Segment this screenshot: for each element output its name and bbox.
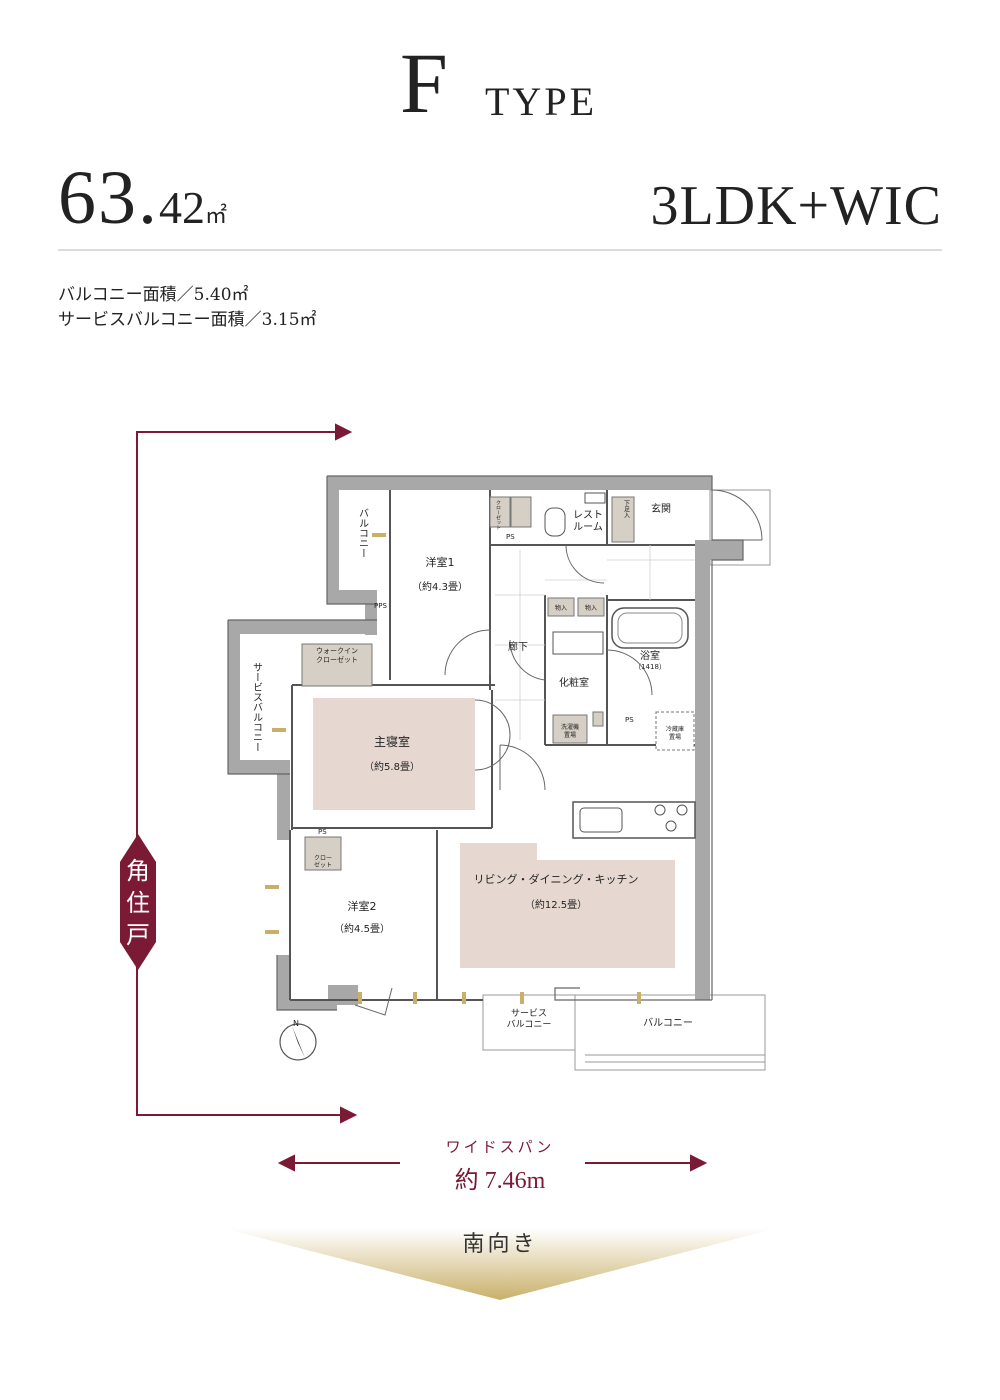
closet-2-label-1: クロー: [314, 855, 332, 862]
walk-in-closet-label-1: ウォークイン: [316, 647, 358, 655]
area-unit: ㎡: [205, 203, 228, 228]
corner-unit-label: 角 住 戸: [118, 855, 158, 951]
storage-label-2: 物入: [585, 604, 597, 612]
bathtub: [611, 607, 689, 649]
ldk-label: リビング・ダイニング・キッチン: [474, 872, 639, 886]
service-balcony-label-2: バルコニー: [507, 1019, 552, 1030]
western-room-1-label: 洋室1: [426, 555, 455, 569]
fridge-space: [655, 711, 695, 751]
floor-area: 63.42㎡: [58, 160, 227, 236]
corridor-label: 廊下: [508, 640, 528, 653]
floor-tiles: [495, 545, 695, 740]
shoe-box-label: 下足入: [623, 500, 630, 518]
compass: [279, 1023, 317, 1061]
orientation-label: 南向き: [462, 1232, 538, 1257]
restroom-label-2: ルーム: [573, 521, 603, 533]
corner-char-1: 角: [126, 857, 150, 885]
area-decimal: 42: [159, 182, 205, 233]
powder-room-label: 化粧室: [559, 676, 589, 689]
washer-label-1: 洗濯機: [561, 723, 579, 731]
ldk-size: （約12.5畳）: [525, 898, 587, 911]
corner-badge: [120, 834, 156, 970]
bathroom-size: （1418）: [634, 663, 666, 671]
western-room-1-size: （約4.3畳）: [412, 580, 468, 593]
bathtub-inner: [617, 612, 683, 644]
ldk-area: [460, 843, 675, 968]
walk-in-closet-label-2: クローゼット: [316, 655, 358, 664]
type-letter: F: [400, 35, 448, 131]
storage-label-1: 物入: [555, 604, 567, 612]
master-bedroom-size: （約5.8畳）: [364, 760, 420, 773]
wide-span-value: 約 7.46m: [454, 1168, 546, 1194]
closet-top-label: クローゼット: [495, 500, 501, 530]
south-arrow: [222, 1228, 778, 1300]
western-room-2-size: （約4.5畳）: [334, 922, 390, 935]
service-balcony-area: サービスバルコニー面積／3.15㎡: [58, 310, 317, 330]
washer-label-2: 置場: [564, 731, 576, 739]
area-integer: 63.: [58, 156, 159, 240]
corner-dimension-lines: [136, 423, 358, 1124]
layout-type: 3LDK+WIC: [650, 175, 942, 237]
windows: [265, 533, 641, 1004]
balconies: [482, 489, 771, 1071]
balcony-label: バルコニー: [643, 1017, 693, 1029]
fridge-label-1: 冷蔵庫: [666, 725, 684, 733]
closets: [301, 496, 635, 871]
corner-char-3: 戸: [126, 921, 150, 949]
toilet: [544, 507, 566, 537]
entrance-label: 玄関: [651, 502, 671, 515]
master-bedroom-label: 主寝室: [374, 734, 410, 749]
doors: [354, 489, 763, 1016]
pps-label: PPS: [374, 602, 387, 610]
kitchen-sink: [579, 807, 623, 833]
interior-walls: [289, 490, 695, 1001]
service-balcony-label-1: サービス: [511, 1008, 547, 1019]
stove-burners: [654, 804, 688, 832]
service-balcony-vertical-label: サービスバルコニー: [251, 662, 263, 752]
kitchen-counter: [572, 801, 696, 839]
ps-label-1: PS: [506, 533, 515, 541]
balcony-area: バルコニー面積／5.40㎡: [58, 285, 249, 305]
bathroom-label: 浴室: [640, 649, 660, 662]
type-word: TYPE: [485, 79, 597, 124]
fridge-label-2: 置場: [669, 733, 681, 741]
vanity: [552, 631, 604, 655]
western-room-2-label: 洋室2: [348, 899, 377, 913]
closet-2-label-2: ゼット: [314, 861, 332, 869]
compass-north-label: N: [293, 1019, 299, 1028]
ps-label-2: PS: [625, 716, 634, 724]
span-arrows: [277, 1154, 708, 1172]
divider: [58, 249, 942, 251]
toilet-tank: [584, 492, 606, 504]
restroom-label-1: レスト: [573, 510, 603, 521]
wide-span-title: ワイドスパン: [445, 1138, 555, 1156]
corner-char-2: 住: [126, 889, 150, 917]
master-bedroom-area: [313, 698, 475, 810]
ps-label-3: PS: [318, 828, 327, 836]
exterior-walls: [228, 476, 743, 1010]
balcony-vertical-label: バルコニー: [357, 508, 369, 558]
